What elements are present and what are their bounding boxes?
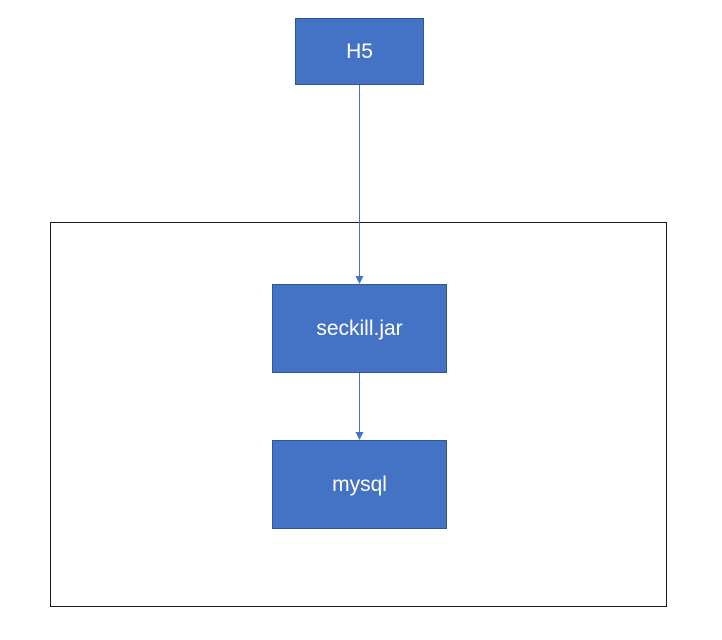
node-h5-label: H5 <box>346 39 373 63</box>
server-boundary-frame <box>50 222 667 607</box>
node-mysql-label: mysql <box>332 472 387 496</box>
node-seckill-jar-label: seckill.jar <box>316 316 403 340</box>
node-h5[interactable]: H5 <box>295 18 424 85</box>
node-seckill-jar[interactable]: seckill.jar <box>272 284 447 373</box>
node-mysql[interactable]: mysql <box>272 440 447 529</box>
